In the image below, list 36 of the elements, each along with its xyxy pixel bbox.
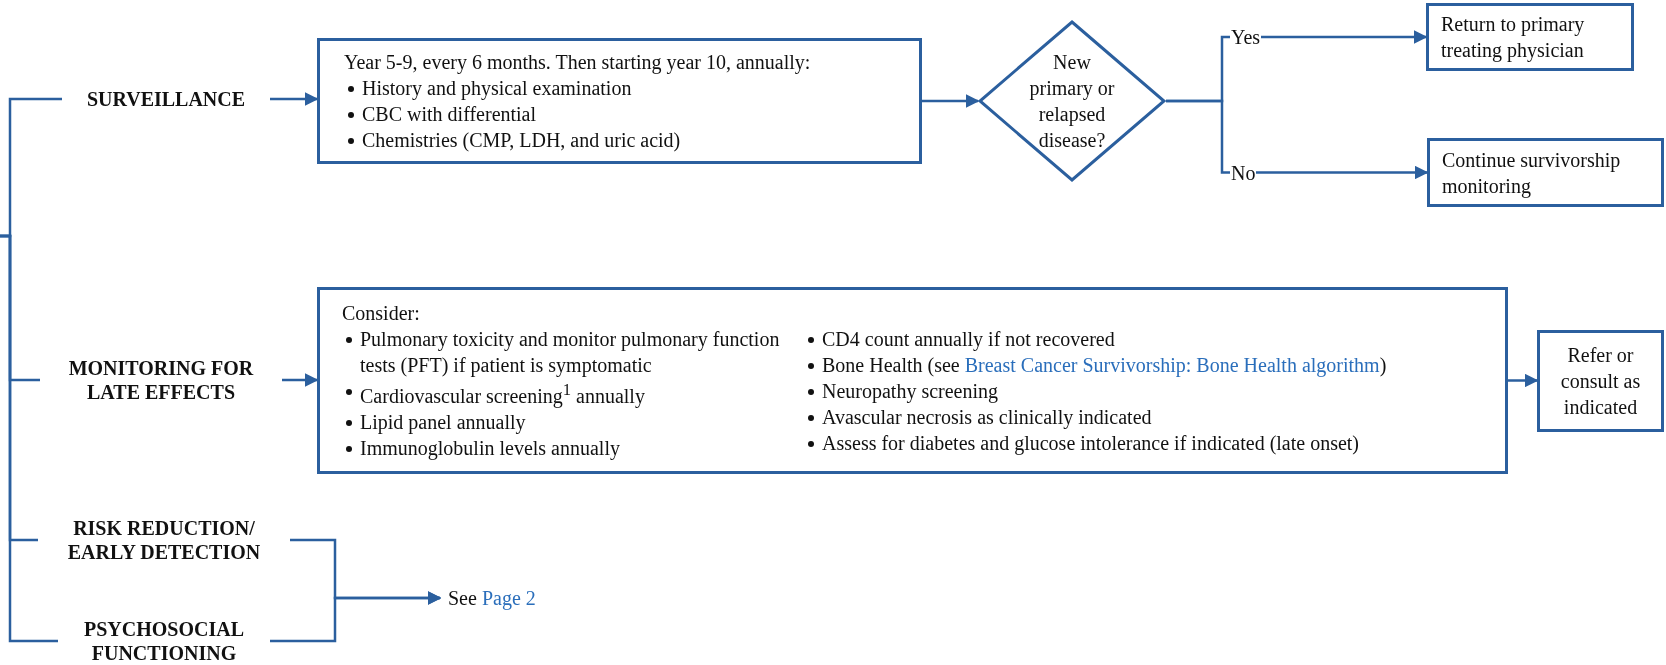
arrow bbox=[270, 92, 319, 106]
process-box bbox=[1426, 3, 1634, 71]
box-heading: Year 5-9, every 6 months. Then starting year 10, annually: bbox=[344, 50, 812, 75]
arrow bbox=[1166, 99, 1429, 180]
box-heading: Consider: bbox=[342, 300, 421, 326]
category-label: PSYCHOSOCIAL FUNCTIONING bbox=[66, 617, 262, 665]
bullet-item: Lipid panel annually bbox=[342, 409, 804, 436]
bullet-item: CD4 count annually if not recovered bbox=[804, 325, 1497, 352]
bullet-item: Bone Health (see Breast Cancer Survivorship: Bone Health algorithm) bbox=[804, 351, 1497, 378]
arrow bbox=[282, 373, 319, 387]
process-box bbox=[317, 287, 1508, 474]
bullet-item: Cardiovascular screening$^{1}$ annually bbox=[342, 377, 804, 410]
bullet-item: Assess for diabetes and glucose intolerance if indicated (late onset) bbox=[804, 429, 1497, 456]
box-text: Refer or consult as indicated bbox=[1559, 343, 1642, 420]
process-box bbox=[1427, 138, 1664, 207]
arrow bbox=[1508, 373, 1539, 388]
bullet-item: Chemistries (CMP, LDH, and uric acid) bbox=[344, 127, 907, 153]
bullet-item: Avascular necrosis as clinically indicated bbox=[804, 403, 1497, 430]
process-box bbox=[1537, 330, 1664, 432]
bullet-item: History and physical examination bbox=[344, 75, 907, 101]
process-box bbox=[317, 38, 922, 164]
link: Page 2 bbox=[481, 586, 536, 611]
arrow bbox=[922, 94, 980, 108]
note-text: See bbox=[448, 586, 477, 611]
bullet-item: Immunoglobulin levels annually bbox=[342, 435, 804, 462]
category-label: SURVEILLANCE bbox=[70, 86, 262, 112]
box-text: Continue survivorship monitoring bbox=[1442, 147, 1622, 199]
decision-text: New primary or relapsed disease? bbox=[1028, 50, 1116, 153]
link: Breast Cancer Survivorship: Bone Health algorithm bbox=[964, 353, 1380, 376]
category-label: RISK REDUCTION/ EARLY DETECTION bbox=[46, 516, 282, 564]
arrow bbox=[270, 591, 442, 643]
connector-line bbox=[0, 234, 58, 643]
bullet-item: Neuropathy screening bbox=[804, 377, 1497, 404]
bullet-item: CBC with differential bbox=[344, 101, 907, 127]
box-text: Return to primary treating physician bbox=[1441, 12, 1586, 63]
category-label: MONITORING FOR LATE EFFECTS bbox=[48, 356, 274, 404]
